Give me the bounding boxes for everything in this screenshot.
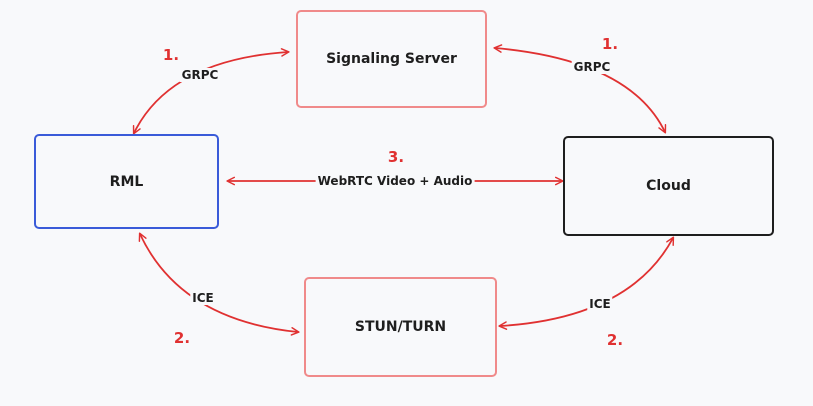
signaling-server-label: Signaling Server (326, 51, 457, 67)
arrow-grpc-right (493, 44, 667, 134)
step-2-left-number: 2. (173, 329, 191, 347)
grpc-left-label: GRPC (179, 68, 221, 82)
stun-turn-node: STUN/TURN (304, 277, 497, 377)
cloud-node: Cloud (563, 136, 774, 236)
stun-turn-label: STUN/TURN (354, 319, 447, 335)
step-3-number: 3. (387, 148, 405, 166)
arrow-grpc-left (132, 48, 290, 135)
ice-right-label: ICE (587, 297, 613, 311)
ice-left-label: ICE (190, 291, 216, 305)
step-1-right-number: 1. (601, 35, 619, 53)
arrow-ice-left (138, 232, 300, 336)
rml-label: RML (109, 173, 144, 190)
grpc-right-label: GRPC (571, 60, 613, 74)
cloud-label: Cloud (646, 178, 691, 194)
step-1-left-number: 1. (162, 46, 180, 64)
signaling-server-node: Signaling Server (296, 10, 487, 108)
arrow-ice-right (498, 236, 675, 330)
webrtc-label: WebRTC Video + Audio (315, 174, 475, 188)
rml-node: RML (34, 134, 219, 229)
step-2-right-number: 2. (606, 331, 624, 349)
